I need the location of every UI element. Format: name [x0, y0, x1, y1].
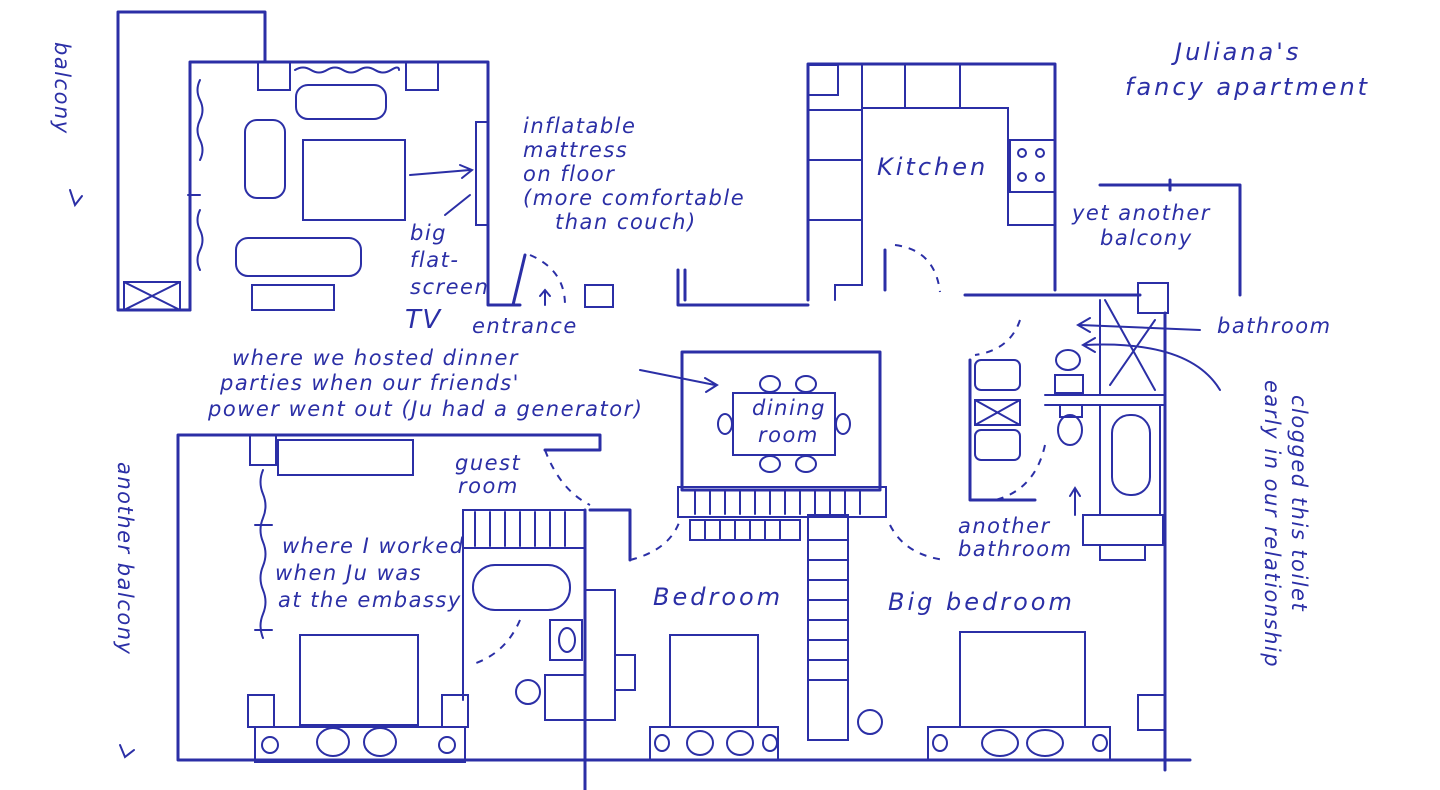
- note-line: inflatable: [523, 114, 636, 138]
- note-line: (more comfortable: [523, 186, 745, 210]
- note-line: flat-: [410, 248, 459, 272]
- tv-note: big flat- screen TV: [405, 221, 489, 335]
- ottoman: [251, 284, 335, 311]
- clogged-note: clogged this toilet: [1287, 395, 1311, 612]
- entrance-label: entrance: [472, 314, 578, 338]
- bed-big-bedroom: [959, 631, 1086, 728]
- bed-guest: [299, 634, 419, 726]
- yet-another-balcony-label: balcony: [1100, 226, 1193, 250]
- note-line: on floor: [523, 162, 615, 186]
- note-line: parties when our friends': [219, 371, 520, 395]
- corridor-walls: [584, 268, 1142, 308]
- sofa-bottom: [235, 237, 362, 277]
- bed-bedroom: [669, 634, 759, 728]
- tv: [475, 121, 489, 226]
- dinner-note: where we hosted dinner parties when our …: [207, 346, 643, 421]
- note-line: when Ju was: [275, 561, 422, 585]
- dining-room-label: room: [758, 423, 819, 447]
- bedroom-label: Bedroom: [653, 583, 783, 611]
- another-balcony-arrow-icon: [119, 744, 135, 759]
- title-line-2: fancy apartment: [1125, 73, 1370, 101]
- note-line: mattress: [523, 138, 628, 162]
- clogged-note: early in our relationship: [1260, 380, 1284, 668]
- living-room-walls: [187, 60, 566, 312]
- note-line: than couch): [555, 210, 697, 234]
- note-line: where we hosted dinner: [232, 346, 519, 370]
- armchair: [244, 119, 286, 199]
- guest-room-label: room: [458, 474, 519, 498]
- lower-walls: [176, 433, 1192, 790]
- note-line: screen: [410, 275, 489, 299]
- another-balcony-label: another balcony: [113, 462, 137, 655]
- balcony-top-outline: [116, 10, 267, 312]
- kitchen-walls: [806, 62, 1057, 302]
- kitchen-label: Kitchen: [877, 153, 988, 181]
- worked-note: where I worked when Ju was at the embass…: [275, 534, 465, 612]
- title: Juliana's fancy apartment: [1125, 38, 1370, 101]
- big-bedroom-label: Big bedroom: [888, 588, 1075, 616]
- bathroom-walls: [968, 282, 1221, 772]
- note-line: big: [410, 221, 447, 245]
- note-line: where I worked: [282, 534, 465, 558]
- note-line: at the embassy: [278, 588, 462, 612]
- yet-another-balcony-label: yet another: [1071, 201, 1211, 225]
- bathroom-label: bathroom: [1217, 314, 1332, 338]
- note-line: TV: [405, 305, 442, 335]
- balcony-arrow-icon: [69, 189, 83, 208]
- balcony-right-outline: [1098, 178, 1242, 297]
- dining-room-label: dining: [752, 396, 826, 420]
- sofa-top: [295, 84, 387, 120]
- note-line: power went out (Ju had a generator): [207, 397, 643, 421]
- another-bathroom-label: another: [958, 514, 1051, 538]
- balcony-top-label: balcony: [50, 42, 74, 135]
- mattress: [302, 139, 406, 221]
- dining-room-walls: [639, 350, 887, 518]
- mattress-note: inflatable mattress on floor (more comfo…: [523, 114, 745, 234]
- another-bathroom-label: bathroom: [958, 537, 1073, 561]
- title-line-1: Juliana's: [1171, 38, 1301, 66]
- guest-room-label: guest: [455, 451, 521, 475]
